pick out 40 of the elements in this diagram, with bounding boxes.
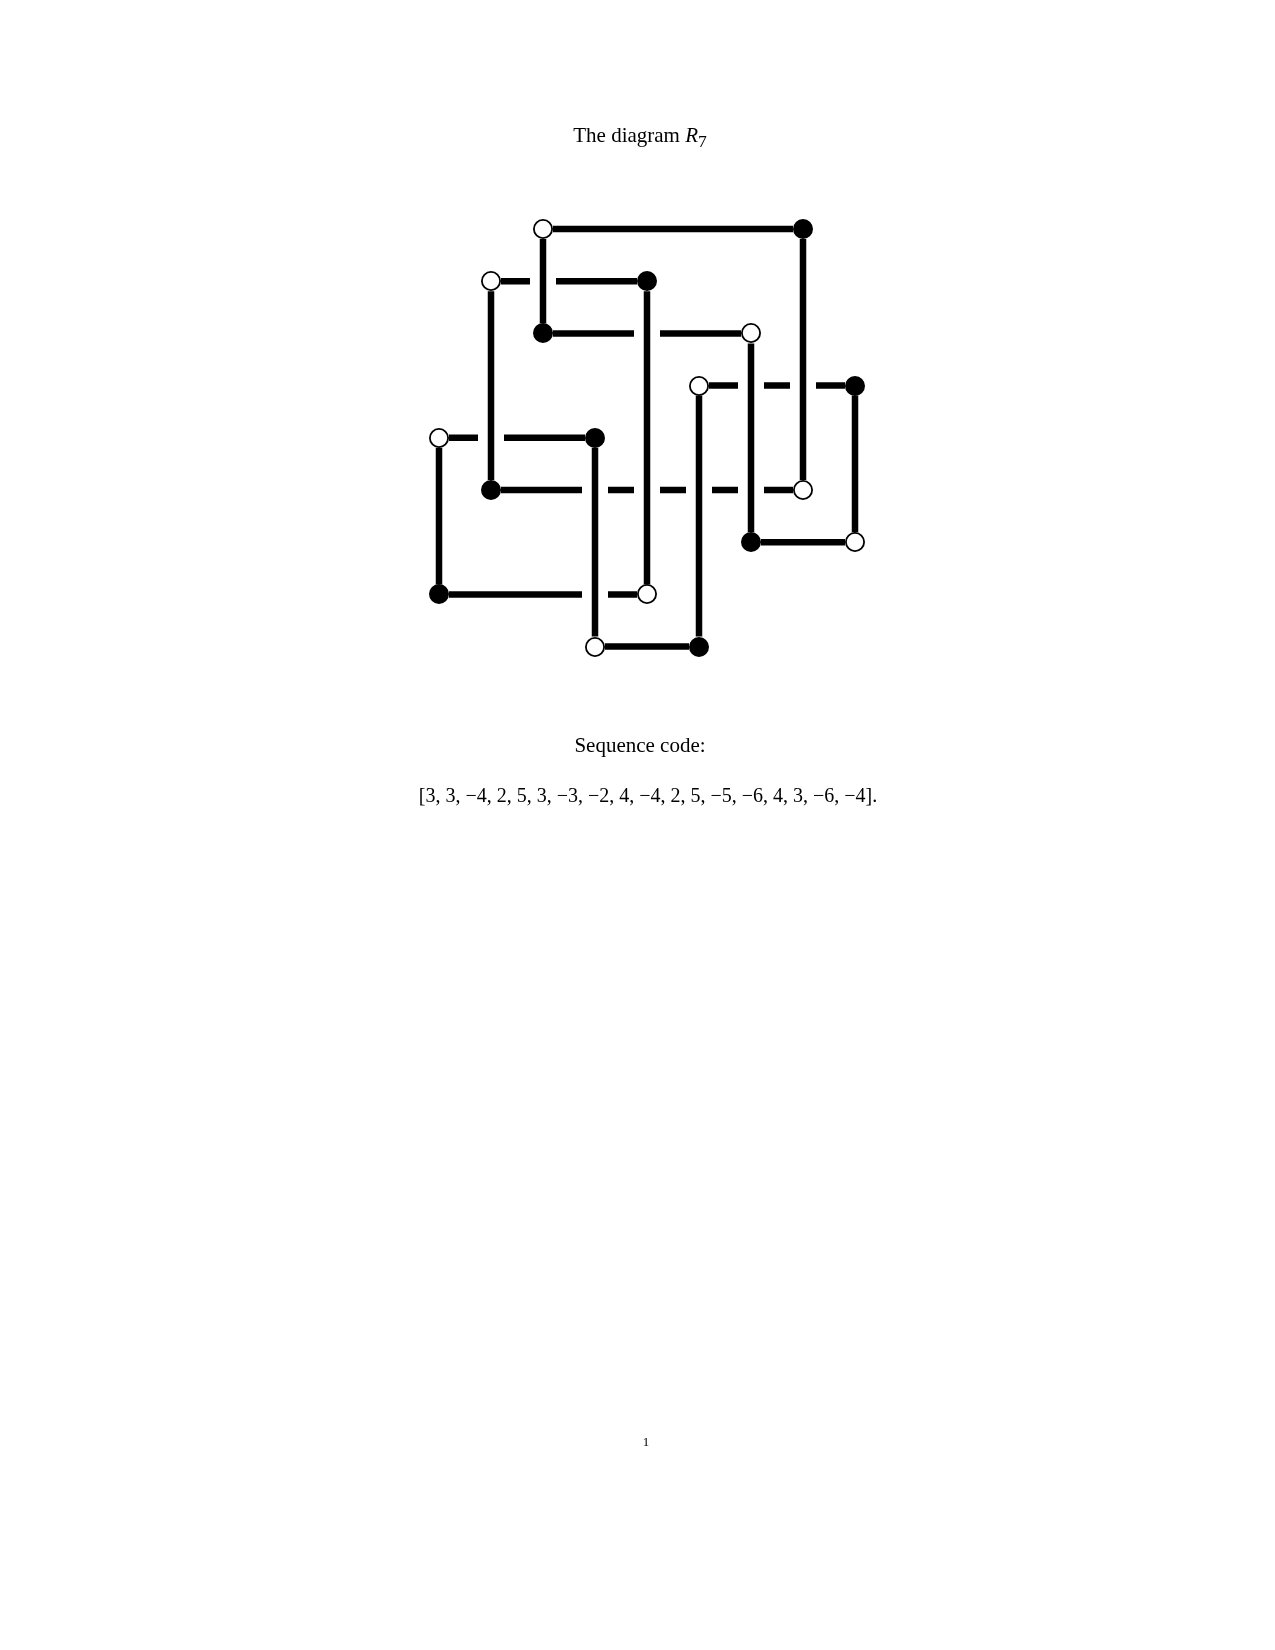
connector-line: [449, 434, 585, 442]
connector-line: [501, 277, 637, 285]
filled-dot: [584, 426, 606, 449]
diagram-title: The diagram R$_{7}$: [573, 122, 707, 152]
filled-dot: [428, 583, 450, 606]
page-number: 1: [642, 1434, 650, 1450]
connector-line: [553, 330, 741, 337]
filled-dot: [480, 479, 502, 501]
hollow-dot: [792, 479, 814, 501]
connector-line: [747, 343, 755, 533]
filled-dot: [532, 322, 554, 345]
sequence-heading: Sequence code:: [574, 732, 706, 758]
filled-dot: [636, 270, 658, 293]
connector-line: [605, 643, 689, 650]
connector-line: [709, 382, 845, 389]
connector-line: [799, 239, 807, 480]
connector-line: [487, 291, 495, 480]
connector-line: [851, 395, 859, 533]
connector-line: [591, 447, 599, 637]
hollow-dot: [844, 531, 866, 554]
hollow-dot: [428, 426, 450, 449]
connector-line: [501, 486, 793, 494]
connector-line: [435, 447, 443, 585]
hollow-dot: [740, 322, 762, 345]
filled-dot: [740, 531, 762, 554]
filled-dot: [844, 374, 866, 397]
hollow-dot: [532, 218, 554, 240]
connector-line: [643, 291, 651, 585]
connector-line: [553, 225, 793, 233]
filled-dot: [792, 218, 814, 240]
hollow-dot: [688, 374, 710, 397]
filled-dot: [688, 635, 710, 658]
connector-line: [449, 591, 637, 598]
connector-line: [761, 538, 845, 546]
connector-line: [539, 239, 547, 324]
connector-line: [695, 395, 703, 637]
hollow-dot: [480, 270, 502, 293]
hollow-dot: [636, 583, 658, 606]
hollow-dot: [584, 635, 606, 658]
sequence-code: [3, 3, −4, 2, 5, 3, −3, −2, 4, −4, 2, 5, −5, −6, 4, 3, −6, −4].: [418, 783, 878, 807]
